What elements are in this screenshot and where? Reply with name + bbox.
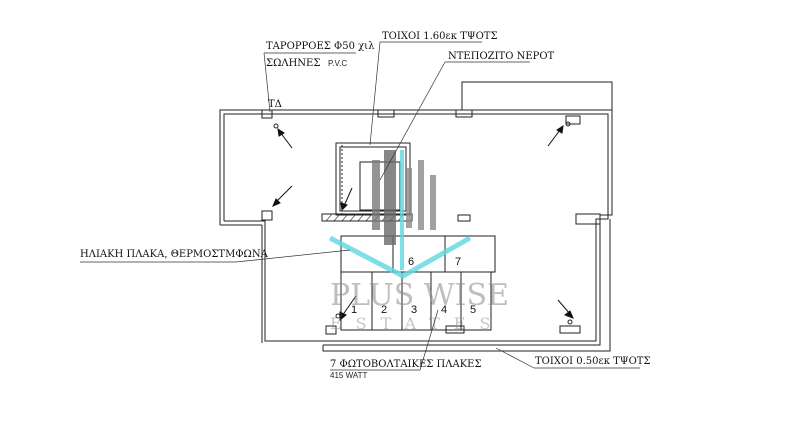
water-tank-structure [321, 142, 413, 222]
label-pipes: ΣΩΛΗΝΕΣ [266, 58, 320, 69]
panel-7-number: 7 [455, 256, 461, 268]
panel-1-number: 1 [351, 304, 357, 316]
leader-lines [80, 41, 640, 371]
watermark-line1: PLUS WISE [330, 278, 509, 313]
label-solar-heater: ΗΛΙΑΚΗ ΠΛΑΚΑ, ΘΕΡΜΟΣΤΜΦΩΝΑ [80, 249, 269, 260]
watermark: PLUS WISE ESTATES [328, 150, 509, 333]
roof-drains [261, 109, 581, 335]
panel-2-number: 2 [381, 304, 387, 316]
panel-5-number: 5 [470, 304, 476, 316]
label-pv-watt: 415 WATT [330, 371, 367, 380]
panel-6-number: 6 [408, 256, 414, 268]
label-walls-low: ΤΟΙΧΟΙ 0.50εκ ΤΨΟΤΣ [535, 356, 651, 367]
solar-panels: 1 2 3 4 5 6 7 [340, 235, 496, 331]
label-pv-panels: 7 ΦΩΤΟΒΟΛΤΑΙΚΕΣ ΠΛΑΚΕΣ [330, 359, 482, 370]
watermark-line2: ESTATES [330, 314, 504, 333]
label-downpipes: ΤΑΡΟΡΡΟΕΣ Φ50 χιλ [266, 41, 375, 52]
label-pipes-material: P.V.C [328, 59, 347, 68]
label-td: ΤΔ [268, 99, 282, 110]
label-water-tank: ΝΤΕΠΟΖΙΤΟ ΝΕΡΟΤ [448, 51, 555, 62]
panel-4-number: 4 [441, 304, 447, 316]
panel-3-number: 3 [411, 304, 417, 316]
roof-walls [219, 81, 613, 352]
label-walls-high: ΤΟΙΧΟΙ 1.60εκ ΤΨΟΤΣ [382, 31, 498, 42]
slope-arrows [272, 124, 574, 322]
